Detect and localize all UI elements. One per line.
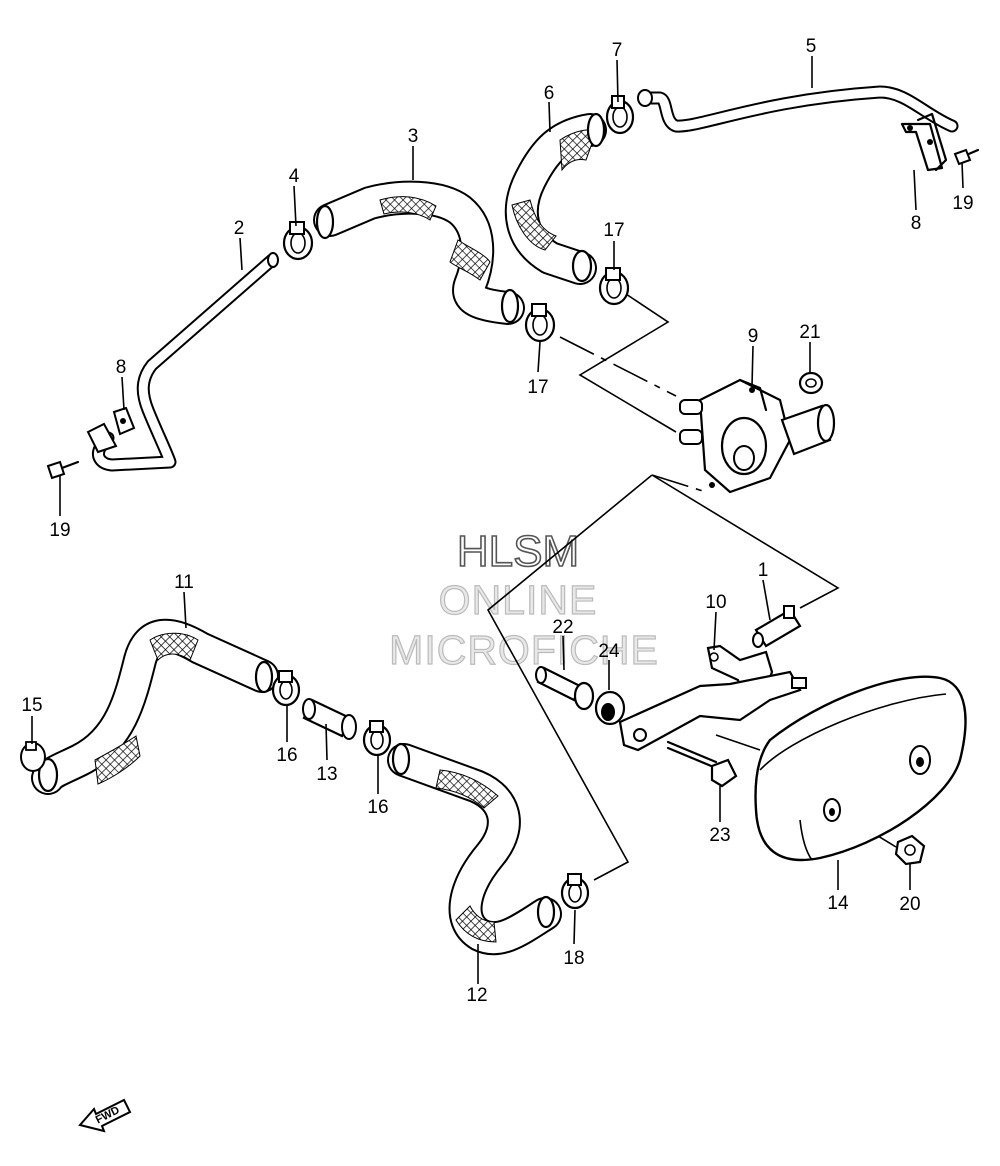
watermark-line2: ONLINE xyxy=(439,577,598,623)
part-3-hose xyxy=(313,180,525,325)
line-to-part-23 xyxy=(715,734,761,751)
part-23-bolt xyxy=(666,740,738,788)
callout-8-left: 8 xyxy=(116,357,127,378)
part-8-bracket-right xyxy=(900,112,948,172)
part-9-valve xyxy=(679,378,836,494)
callout-14: 14 xyxy=(827,893,849,914)
part-14-canister xyxy=(754,675,967,862)
part-16-clamp-a xyxy=(271,670,301,707)
callout-18: 18 xyxy=(563,948,584,969)
mount-bracket xyxy=(618,670,807,752)
dash-line-valve-bottom xyxy=(651,474,707,493)
callout-11: 11 xyxy=(174,572,194,593)
callout-1: 1 xyxy=(758,560,769,581)
watermark-line1: HLSM xyxy=(457,527,579,576)
callout-9: 9 xyxy=(748,326,759,347)
part-22-collar xyxy=(535,666,595,711)
callout-15: 15 xyxy=(21,695,42,716)
callout-6: 6 xyxy=(544,83,555,104)
line-to-part-1 xyxy=(651,474,840,609)
part-7-clamp xyxy=(605,95,635,135)
callout-19-left: 19 xyxy=(49,520,70,541)
callout-16-a: 16 xyxy=(276,745,297,766)
callout-7: 7 xyxy=(612,40,623,61)
callout-2: 2 xyxy=(234,218,245,239)
part-13-connector xyxy=(302,698,357,740)
dash-line-17-upper xyxy=(578,289,677,433)
callout-20: 20 xyxy=(899,894,920,915)
part-15-clip xyxy=(20,741,46,772)
part-24-grommet xyxy=(594,690,626,726)
part-8-bracket-left xyxy=(86,406,136,454)
part-11-hose xyxy=(31,618,279,795)
part-19-bolt-left xyxy=(46,460,80,480)
callouts: 1 2 3 4 5 6 7 8 8 9 10 11 12 13 14 15 16… xyxy=(21,36,973,1006)
callout-13: 13 xyxy=(316,764,337,785)
leader-lines xyxy=(31,56,964,984)
part-16-clamp-b xyxy=(362,720,392,757)
callout-8-right: 8 xyxy=(911,213,922,234)
callout-19-right: 19 xyxy=(952,193,973,214)
part-5-pipe xyxy=(637,85,959,133)
part-18-clamp xyxy=(560,873,590,910)
callout-5: 5 xyxy=(806,36,817,57)
part-20-nut xyxy=(894,834,926,866)
callout-21: 21 xyxy=(799,322,820,343)
callout-12: 12 xyxy=(466,985,487,1006)
part-17-clamp-upper xyxy=(598,267,630,306)
callout-17-lower: 17 xyxy=(527,377,548,398)
part-4-clamp xyxy=(282,221,314,261)
callout-10: 10 xyxy=(705,592,726,613)
part-19-bolt-right xyxy=(953,148,980,166)
line-to-part-18 xyxy=(486,474,653,881)
watermark: HLSM ONLINE MICROFICHE xyxy=(389,526,659,673)
callout-22: 22 xyxy=(552,617,573,638)
callout-23: 23 xyxy=(709,825,730,846)
callout-17-upper: 17 xyxy=(603,220,624,241)
part-6-hose xyxy=(504,112,607,285)
callout-24: 24 xyxy=(598,641,620,662)
part-21-nut xyxy=(798,371,824,395)
dash-line-17-to-valve xyxy=(559,336,677,397)
callout-4: 4 xyxy=(289,166,300,187)
part-17-clamp-lower xyxy=(524,303,556,343)
part-12-hose xyxy=(387,742,562,956)
part-1-sensor xyxy=(752,605,802,648)
watermark-line3: MICROFICHE xyxy=(389,627,659,673)
callout-16-b: 16 xyxy=(367,797,388,818)
fwd-arrow-icon: FWD xyxy=(78,1098,132,1133)
callout-3: 3 xyxy=(408,126,419,147)
part-2-pipe xyxy=(92,252,279,472)
